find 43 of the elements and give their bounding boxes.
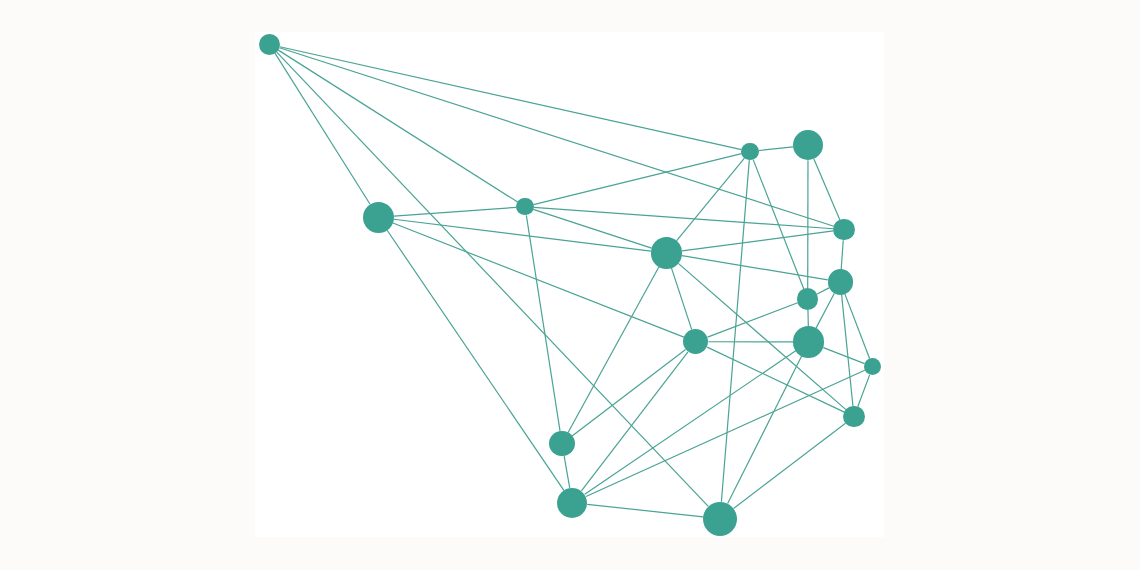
connector-line xyxy=(815,292,835,329)
connector-line xyxy=(816,287,830,295)
connector-line xyxy=(585,369,866,498)
connector-line xyxy=(841,294,854,407)
connector-line xyxy=(586,503,704,518)
connector-line xyxy=(758,146,794,152)
connector-line xyxy=(393,218,652,252)
connector-line xyxy=(532,152,743,206)
connector-line xyxy=(274,52,371,205)
connector-line xyxy=(681,230,834,252)
connector-line xyxy=(567,266,660,434)
connector-line xyxy=(720,159,750,503)
connector-line xyxy=(525,214,561,432)
connector-line xyxy=(807,309,809,327)
connector-line xyxy=(706,302,799,338)
connector-line xyxy=(840,239,844,270)
connector-line xyxy=(571,348,687,437)
connector-line xyxy=(807,159,809,289)
connector-line xyxy=(563,455,571,489)
connector-line xyxy=(857,374,871,408)
connector-line xyxy=(393,206,517,217)
connector-line xyxy=(584,350,797,495)
connector-line xyxy=(386,229,565,491)
connector-line xyxy=(392,222,685,338)
connector-line xyxy=(279,46,743,151)
connector-line xyxy=(532,208,653,249)
connector-line xyxy=(677,262,847,411)
connector-line xyxy=(822,347,866,365)
connector-line xyxy=(278,47,835,227)
connector-line xyxy=(277,49,519,203)
connector-line xyxy=(533,206,834,230)
connector-line xyxy=(707,341,794,343)
connector-line xyxy=(276,51,709,507)
connector-line xyxy=(675,157,746,242)
connector-line xyxy=(670,267,693,331)
connector-line xyxy=(580,351,689,492)
connector-line xyxy=(681,255,829,281)
connector-line xyxy=(813,158,841,221)
connector-line xyxy=(752,159,805,290)
connector-line xyxy=(727,355,803,505)
connector-line xyxy=(844,293,871,360)
connector-line xyxy=(732,422,847,509)
connector-line xyxy=(706,346,845,413)
